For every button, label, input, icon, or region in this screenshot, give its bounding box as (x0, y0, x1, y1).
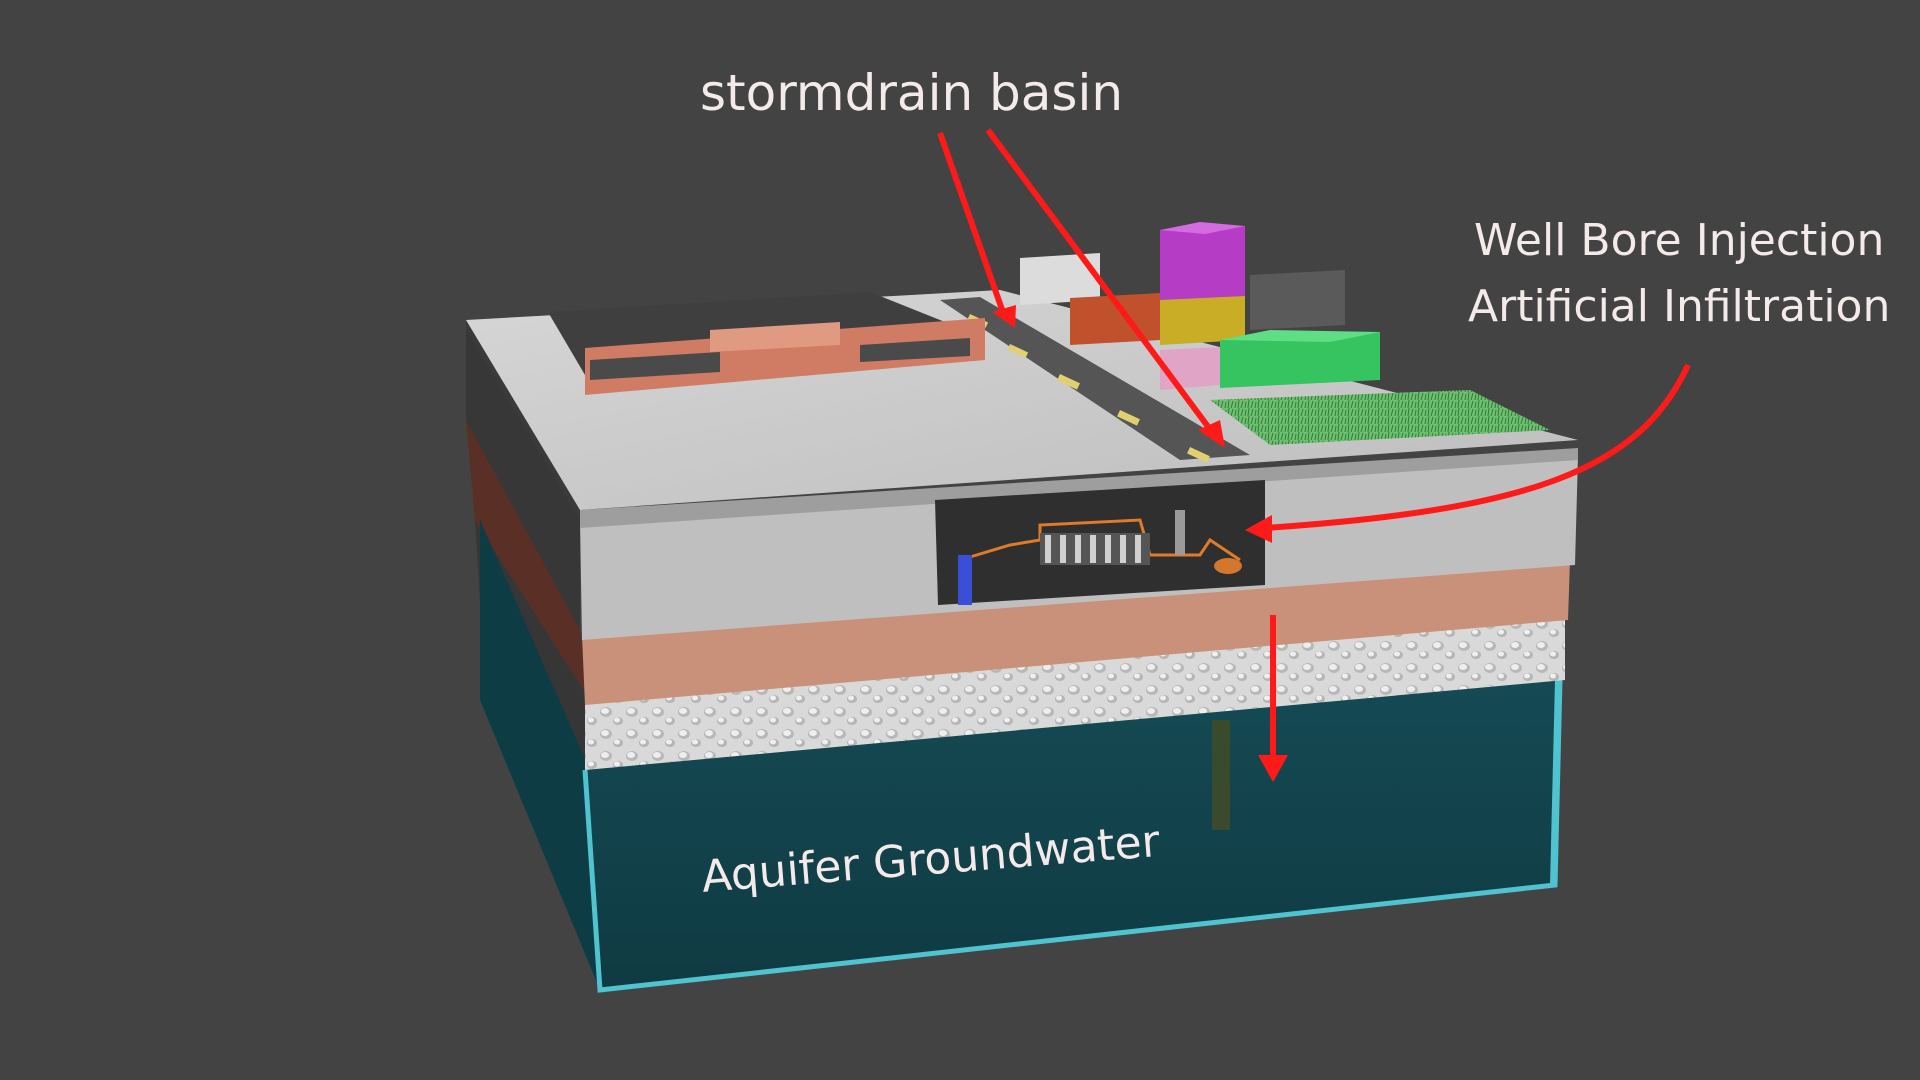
building-complex (548, 292, 985, 395)
block-left-side (466, 320, 600, 990)
stormdrain-basin-label: stormdrain basin (700, 64, 1124, 122)
soil-layer (582, 560, 1570, 705)
treatment-vault (935, 480, 1265, 605)
well-label-line-1: Well Bore Injection (1474, 215, 1885, 266)
well-bore-pipe (1212, 720, 1230, 830)
arrow-icon (937, 128, 1691, 782)
gravel-layer (585, 620, 1565, 770)
city-blocks (1020, 222, 1380, 390)
well-bore-injection-label: Well Bore Injection Artificial Infiltrat… (1468, 208, 1890, 340)
aquifer-layer (582, 679, 1563, 993)
well-label-line-2: Artificial Infiltration (1468, 281, 1891, 332)
